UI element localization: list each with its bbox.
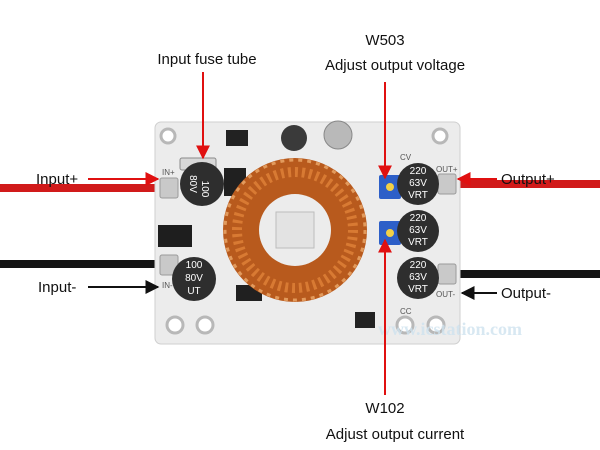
cap-output-2: 220 63V VRT bbox=[397, 210, 439, 252]
label-input-plus: Input+ bbox=[36, 171, 79, 188]
silk-in-minus: IN- bbox=[162, 281, 173, 290]
silk-in-plus: IN+ bbox=[162, 168, 175, 177]
output-minus-wire bbox=[445, 270, 600, 278]
silk-out-plus: OUT+ bbox=[436, 165, 458, 174]
label-input-minus: Input- bbox=[38, 279, 77, 296]
input-minus-wire bbox=[0, 260, 170, 268]
watermark: www.icstation.com bbox=[378, 319, 522, 339]
chip bbox=[226, 130, 248, 146]
cap-label: VRT bbox=[408, 237, 428, 248]
cap-label: 220 bbox=[410, 166, 427, 177]
cap-label: 63V bbox=[409, 272, 427, 283]
cap-output-1: 220 63V VRT bbox=[397, 163, 439, 205]
silk-out-minus: OUT- bbox=[436, 290, 455, 299]
small-cap bbox=[323, 120, 353, 150]
cap-label: 63V bbox=[409, 178, 427, 189]
terminals bbox=[159, 173, 457, 285]
cap-label: 80V bbox=[185, 273, 203, 284]
cap-output-3: 220 63V VRT bbox=[397, 257, 439, 299]
cap-label: VRT bbox=[408, 284, 428, 295]
cap-input-bottom: 100 80V UT bbox=[172, 257, 216, 301]
label-w102-id: W102 bbox=[365, 400, 405, 417]
cap-label: VRT bbox=[408, 190, 428, 201]
toroid-inductor bbox=[223, 158, 367, 302]
silk-cv: CV bbox=[400, 153, 412, 162]
chip bbox=[158, 225, 192, 247]
cap-label: UT bbox=[187, 286, 200, 297]
cap-label: 220 bbox=[410, 260, 427, 271]
output-plus-wire bbox=[445, 180, 600, 188]
chip bbox=[355, 312, 375, 328]
cap-input-top: 100 80V bbox=[180, 162, 224, 206]
mounting-holes bbox=[159, 127, 449, 335]
label-output-minus: Output- bbox=[501, 285, 552, 302]
label-w503-id: W503 bbox=[365, 32, 405, 49]
label-input-fuse: Input fuse tube bbox=[157, 51, 257, 68]
input-plus-wire bbox=[0, 184, 170, 192]
label-w503-desc: Adjust output voltage bbox=[324, 57, 466, 74]
cap-label: 63V bbox=[409, 225, 427, 236]
cap-label: 100 bbox=[199, 181, 210, 198]
cap-label: 80V bbox=[187, 175, 198, 193]
cap-label: 100 bbox=[186, 260, 203, 271]
silk-cc: CC bbox=[400, 307, 412, 316]
label-w102-desc: Adjust output current bbox=[325, 426, 465, 443]
small-inductor bbox=[281, 125, 307, 151]
cap-label: 220 bbox=[410, 213, 427, 224]
label-output-plus: Output+ bbox=[501, 171, 555, 188]
